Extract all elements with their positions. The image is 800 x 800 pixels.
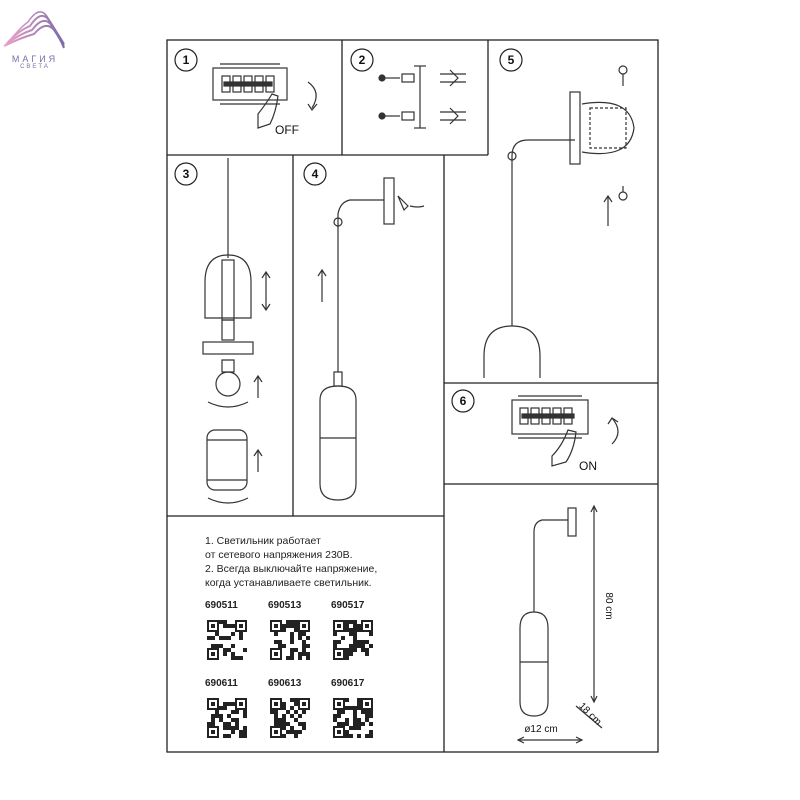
qr-code-icon [207, 698, 247, 738]
wall-wiring [483, 65, 635, 378]
product-code: 690613 [268, 678, 302, 689]
product-code: 690517 [331, 600, 365, 611]
step-number-1: 1 [183, 53, 190, 67]
logo-subname: СВЕТА [20, 64, 50, 70]
note-line-4: когда устанавливаете светильник. [205, 577, 372, 589]
dimension-drawing [516, 504, 603, 744]
product-code: 690611 [205, 678, 238, 689]
step-number-6: 6 [460, 394, 467, 408]
off-label: OFF [275, 123, 299, 137]
logo-wave-icon [3, 11, 65, 49]
note-line-1: 1. Светильник работает [205, 535, 321, 547]
qr-code-icon [207, 620, 247, 660]
qr-code-icon [333, 698, 373, 738]
product-code: 690617 [331, 678, 365, 689]
on-label: ON [579, 459, 597, 473]
step-markers [174, 48, 523, 413]
step-number-2: 2 [359, 53, 366, 67]
shade-assembly [202, 158, 271, 504]
step-number-5: 5 [508, 53, 515, 67]
diameter-label: ø12 cm [524, 724, 557, 735]
logo-name: МАГИЯ [11, 54, 59, 64]
qr-code-icon [333, 620, 373, 660]
qr-code-icon [270, 620, 310, 660]
breaker-off [212, 63, 318, 129]
step-number-4: 4 [312, 167, 319, 181]
wall-arm-shade [317, 177, 425, 501]
mounting-screws [378, 65, 466, 129]
height-label: 80 cm [603, 592, 614, 619]
step-number-3: 3 [183, 167, 190, 181]
product-code: 690513 [268, 600, 302, 611]
panel-grid [166, 39, 659, 753]
brand-logo: МАГИЯ СВЕТА [0, 0, 70, 80]
note-line-3: 2. Всегда выключайте напряжение, [205, 563, 378, 575]
note-line-2: от сетевого напряжения 230В. [205, 549, 353, 561]
breaker-on [511, 395, 619, 467]
depth-label: 18 cm [576, 701, 603, 728]
qr-code-icon [270, 698, 310, 738]
product-code: 690511 [205, 600, 238, 611]
notes-block: 1. Светильник работает от сетевого напря… [205, 534, 377, 590]
